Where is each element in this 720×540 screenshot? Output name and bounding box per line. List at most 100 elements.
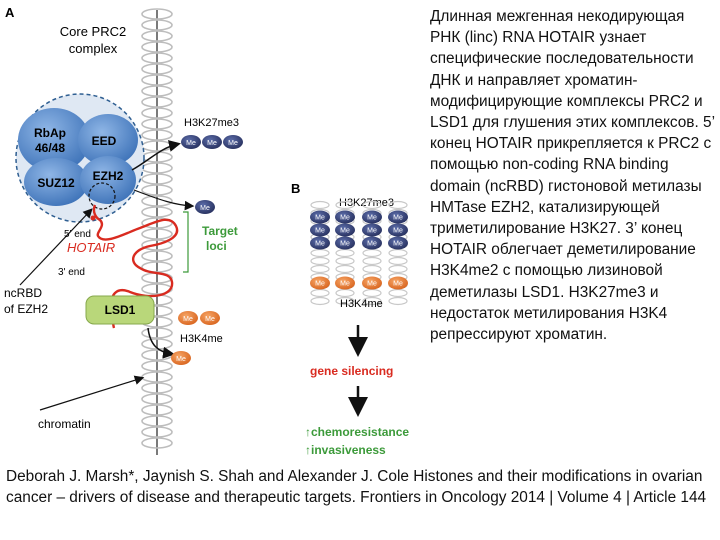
chromatin-loop [141, 360, 173, 372]
nucleosome-loop [362, 264, 382, 274]
nucleosome-loop [362, 288, 382, 298]
me-mark-label: Me [367, 228, 377, 235]
me-mark-label: Me [315, 281, 325, 288]
ncrbd-dashed-circle [88, 182, 116, 210]
ncrbd-label-line2: of EZH2 [4, 302, 48, 316]
nucleosome-loop [335, 296, 355, 306]
ezh2-label: EZH2 [93, 169, 124, 183]
chromatin-loop [141, 393, 173, 405]
me-mark-h3k27 [362, 223, 382, 237]
chromatin-pointer-line [39, 375, 145, 411]
me-mark-orange-single [171, 351, 191, 365]
hotair-5end-dot [90, 215, 96, 221]
chromatin-loop [141, 85, 173, 97]
nucleosome-loop [310, 256, 330, 266]
me-mark-label: Me [315, 215, 325, 222]
nucleosome-loop [388, 256, 408, 266]
core-prc2-label-line1: Core PRC2 [60, 24, 126, 39]
chromatin-loop [141, 206, 173, 218]
me-mark-h3k27 [362, 210, 382, 224]
chromatin-loop [141, 327, 173, 339]
me-mark [202, 135, 222, 149]
chromatin-loop [141, 228, 173, 240]
me-mark-h3k27 [310, 236, 330, 250]
nucleosome-loop [310, 248, 330, 258]
invasiveness-label: ↑invasiveness [305, 443, 386, 457]
me-marks-h3k27-a: Me Me Me [181, 135, 243, 149]
h3k4me-label-b: H3K4me [340, 298, 383, 310]
nucleosome-loop [388, 264, 408, 274]
me-mark-label: Me [207, 140, 217, 147]
chromatin-loop [141, 382, 173, 394]
suz12-subunit [24, 158, 88, 206]
chromatin-loop [141, 30, 173, 42]
me-mark-orange [178, 311, 198, 325]
me-mark-label: Me [340, 215, 350, 222]
target-loci-bracket [183, 211, 189, 273]
me-mark-h3k27 [388, 210, 408, 224]
me-mark [223, 135, 243, 149]
me-mark-label: Me [367, 281, 377, 288]
lsd1-label: LSD1 [105, 303, 136, 317]
chromatin-loop [141, 283, 173, 295]
nucleosome-loop [362, 200, 382, 210]
me-mark-single [195, 200, 215, 214]
me-mark-label: Me [183, 316, 193, 323]
me-mark-label: Me [340, 228, 350, 235]
rbap-label-line1: RbAp [34, 126, 66, 140]
me-mark-label: Me [340, 241, 350, 248]
description-text: Длинная межгенная некодирующая РНК (linc… [430, 8, 715, 344]
chromatin-loop [141, 8, 173, 20]
chromatin-loop [141, 19, 173, 31]
rbap-subunit [18, 108, 90, 172]
nucleosome-loop [335, 248, 355, 258]
chromatin-loop [141, 437, 173, 449]
nucleosome-loop [310, 288, 330, 298]
nucleosome-loop [310, 264, 330, 274]
me-mark-h3k4 [335, 276, 355, 290]
citation-text: Deborah J. Marsh*, Jaynish S. Shah and A… [6, 468, 707, 506]
me-mark [181, 135, 201, 149]
me-mark-h3k27 [388, 223, 408, 237]
nucleosome-loop [388, 200, 408, 210]
me-mark-label: Me [340, 281, 350, 288]
hotair-mechanism-figure: A B Core PRC2 complex RbAp 46/48 EED SUZ… [4, 5, 409, 457]
nucleosome-loop [388, 248, 408, 258]
chromatin-fiber [141, 8, 173, 455]
nucleosome-loop [388, 296, 408, 306]
me-mark-label: Me [186, 140, 196, 147]
chromatin-loop [141, 250, 173, 262]
me-mark-label: Me [367, 241, 377, 248]
me-mark-h3k27 [388, 236, 408, 250]
ezh2-subunit [80, 156, 136, 204]
three-end-label: 3' end [58, 267, 85, 278]
chromatin-loop [141, 415, 173, 427]
me-mark-label: Me [367, 215, 377, 222]
chromatin-label: chromatin [38, 417, 91, 431]
h3k27me3-label-a: H3K27me3 [184, 117, 239, 129]
me-mark-h3k27 [335, 236, 355, 250]
me-mark-h3k4 [388, 276, 408, 290]
chromatin-loop [141, 239, 173, 251]
me-mark-h3k27 [335, 223, 355, 237]
panel-b-label: B [291, 181, 300, 196]
chromatin-loop [141, 107, 173, 119]
chromatin-loop [141, 426, 173, 438]
me-mark-h3k4 [310, 276, 330, 290]
lsd1-complex [85, 295, 155, 325]
nucleosome-loop [335, 264, 355, 274]
ncrbd-pointer-line [19, 208, 93, 286]
nucleosome-loop [362, 256, 382, 266]
nucleosome-loop [335, 200, 355, 210]
chromatin-loop [141, 173, 173, 185]
chromatin-loop [141, 41, 173, 53]
me-mark-label: Me [393, 228, 403, 235]
me-mark-label: Me [393, 281, 403, 288]
me-mark-h3k27 [362, 236, 382, 250]
chromatin-loop [141, 129, 173, 141]
me-mark-h3k27 [310, 210, 330, 224]
me-mark-single-label: Me [200, 205, 210, 212]
core-prc2-label-line2: complex [69, 41, 118, 56]
methylation-arrow [131, 140, 181, 171]
